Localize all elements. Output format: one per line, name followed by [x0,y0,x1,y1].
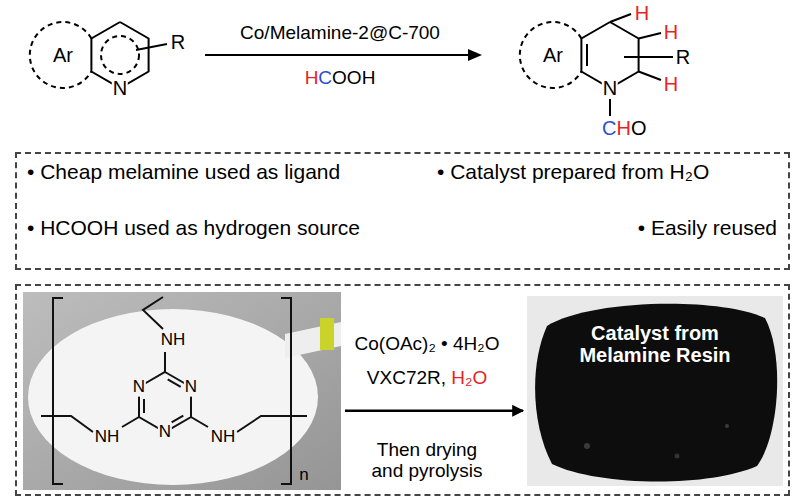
node-text: N [158,423,172,442]
feature-panel: • Cheap melamine used as ligand • Catalys… [15,152,790,270]
text-run: OOH [332,67,375,88]
reagent-label: HCOOH [305,68,376,89]
substrate-structure [30,22,167,88]
text-run: H [664,73,678,95]
powder-panel: Catalyst from Melamine Resin [527,296,783,486]
synthesis-panel: Co(OAc)₂ • 4H₂O VXC72R, H₂O Then drying an… [15,284,790,496]
node-text: n [299,466,308,485]
node-text: NH [94,428,121,447]
node-text: • Catalyst prepared from H₂O [437,160,709,183]
resin-photo [23,292,341,490]
text-run: H [305,67,319,88]
substituent-label: R [676,46,690,68]
text-run: VXC72R, [367,367,451,388]
node-text: • Cheap melamine used as ligand [27,160,340,183]
node-text: NH [160,331,187,350]
text-run: H [616,117,630,139]
text-run: H [635,2,649,24]
aryl-label: Ar [53,44,73,66]
aryl-label: Ar [543,44,563,66]
atom-label: N [112,77,128,99]
text-run: C [602,117,616,139]
text-run: H [664,21,678,43]
reaction-arrow [205,49,482,61]
node-text: Then drying and pyrolysis [363,440,491,482]
text-run: H₂O [451,367,487,388]
substituent-label: R [171,31,185,53]
atom-label: H [664,73,678,95]
node-text: • HCOOH used as hydrogen source [27,216,360,239]
text-run: C [318,67,332,88]
powder-photo [527,296,783,486]
text-run: O [631,117,647,139]
node-text: N [132,378,146,397]
product-structure [520,14,673,116]
node-text: N [184,378,198,397]
atom-label: H [664,21,678,43]
node-text: Catalyst from Melamine Resin [555,322,755,366]
node-text: VXC72R, H₂O [367,368,487,389]
reagent-label: Co/Melamine-2@C-700 [240,23,440,44]
process-arrow [345,410,523,413]
atom-label: N [602,77,618,99]
node-text: NH [210,428,237,447]
atom-label: H [635,2,649,24]
resin-panel: NH N N N NH NH n [23,292,341,490]
node-text: • Easily reused [638,216,777,239]
formyl-label: CHO [602,117,646,139]
node-text: Co(OAc)₂ • 4H₂O [355,334,500,355]
